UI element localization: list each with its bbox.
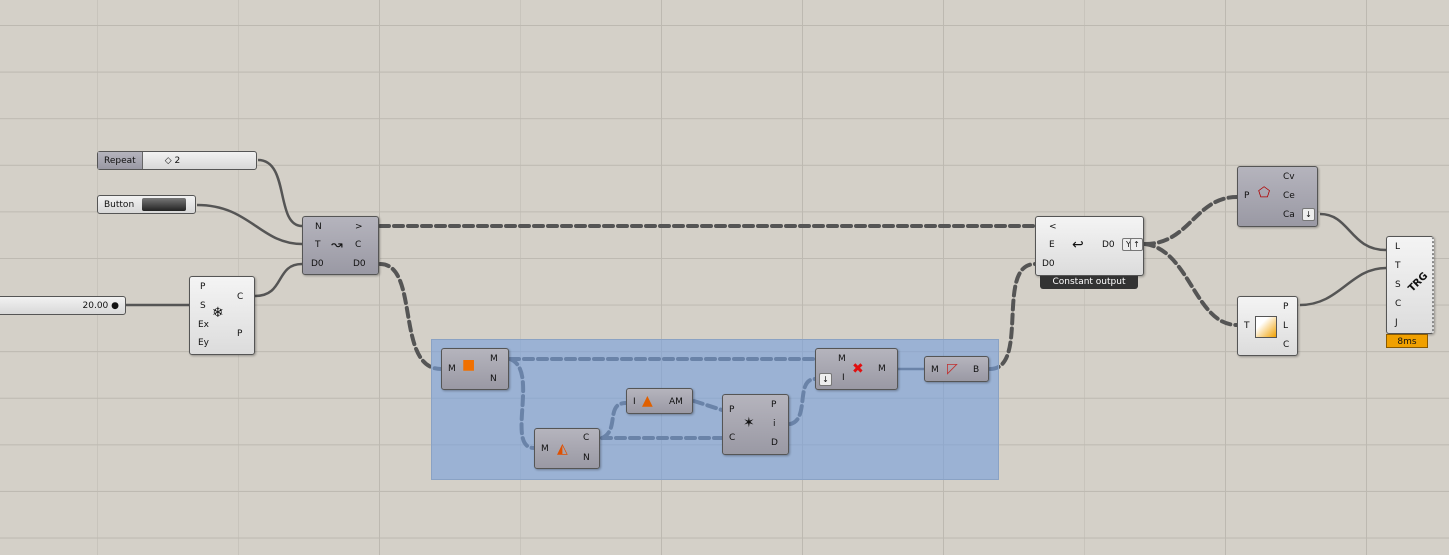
input-e: E [1049, 240, 1055, 250]
repeat-value[interactable]: ◇ 2 [164, 155, 181, 166]
boundary-icon: ◸ [947, 361, 958, 377]
button-component[interactable]: Button [97, 195, 196, 214]
mesh-component-1[interactable]: M M N ■ [441, 348, 509, 390]
repeat-value-text: 2 [174, 155, 181, 166]
flatten-arrow-icon[interactable]: ↓ [819, 373, 832, 386]
list-wire [1143, 195, 1239, 246]
button-face[interactable] [142, 198, 187, 211]
output-ca: Ca [1283, 210, 1295, 220]
output-next: > [355, 222, 363, 232]
input-s: S [1395, 280, 1401, 290]
output-c: C [355, 240, 362, 250]
output-i: i [773, 419, 776, 429]
loop-end-icon: ↩ [1072, 237, 1084, 253]
polygon-center-component[interactable]: P Cv Ce Ca ↓ ⬠ [1237, 166, 1318, 227]
output-n: N [490, 374, 497, 384]
trigger-component[interactable]: L T S C J TRG [1386, 236, 1434, 334]
input-c: C [729, 433, 736, 443]
input-l: L [1395, 242, 1401, 252]
input-s: S [200, 301, 206, 311]
output-c: C [1283, 340, 1290, 350]
input-i: I [842, 373, 845, 383]
output-cv: Cv [1283, 172, 1295, 182]
delete-face-icon: ✖ [852, 361, 864, 377]
output-d0: D0 [1102, 240, 1115, 250]
output-c: C [237, 292, 244, 302]
output-d: D [771, 438, 778, 448]
output-p: P [237, 329, 243, 339]
input-p: P [1244, 191, 1250, 201]
output-am: AM [669, 397, 683, 407]
repeat-label: Repeat [98, 152, 143, 169]
timer-badge: 8ms [1386, 334, 1428, 348]
mesh-convert-icon: ■ [462, 357, 476, 373]
trigger-label: TRG [1406, 270, 1431, 295]
input-prev: < [1049, 222, 1057, 232]
input-ey: Ey [198, 338, 210, 348]
graph-mapper-icon [1255, 316, 1277, 338]
number-value: 20.00 [82, 300, 109, 311]
input-t: T [1244, 321, 1250, 331]
input-n: N [315, 222, 322, 232]
wire [196, 203, 303, 246]
input-m: M [838, 354, 846, 364]
repeat-slider[interactable]: Repeat ◇ 2 [97, 151, 257, 170]
input-c: C [1395, 299, 1402, 309]
output-n: N [583, 453, 590, 463]
output-ce: Ce [1283, 191, 1295, 201]
wire [1319, 212, 1387, 252]
input-p: P [729, 405, 735, 415]
input-ex: Ex [198, 320, 210, 330]
cull-faces-component[interactable]: M I ↓ M ✖ [815, 348, 898, 390]
input-j: J [1395, 318, 1398, 328]
mesh-normals-component[interactable]: M C N ◭ [534, 428, 600, 469]
number-slider[interactable]: 20.00 ● [0, 296, 126, 315]
closest-point-component[interactable]: P C P i D ✶ [722, 394, 789, 455]
loop-start-icon: ↝ [331, 237, 343, 253]
closest-points-icon: ✶ [743, 415, 755, 431]
curve-component[interactable]: T P L C [1237, 296, 1298, 356]
mesh-boundary-component[interactable]: M B ◸ [924, 356, 989, 382]
output-b: B [973, 365, 980, 375]
output-p: P [771, 400, 777, 410]
wire [257, 158, 303, 228]
status-badge: Constant output [1040, 276, 1138, 289]
flatten-arrow-icon[interactable]: ↓ [1302, 208, 1315, 221]
output-d0: D0 [353, 259, 366, 269]
input-t: T [315, 240, 321, 250]
output-m: M [878, 364, 886, 374]
hexagon-icon: ❄ [212, 305, 224, 321]
output-m: M [490, 354, 498, 364]
polygon-center-icon: ⬠ [1258, 185, 1271, 201]
triangle-normal-icon: ◭ [557, 441, 568, 457]
wire [254, 262, 303, 298]
loop-start-component[interactable]: N T D0 > C D0 ↝ [302, 216, 379, 275]
distribution-icon: ▲ [642, 393, 653, 409]
list-wire [1143, 242, 1239, 327]
input-m: M [448, 364, 456, 374]
hexagon-cells-component[interactable]: P S Ex Ey C P ❄ [189, 276, 255, 355]
output-l: L [1283, 321, 1289, 331]
input-m: M [931, 365, 939, 375]
bounds-component[interactable]: I AM ▲ [626, 388, 693, 414]
output-p: P [1283, 302, 1289, 312]
input-i: I [633, 397, 636, 407]
component-group[interactable] [431, 339, 999, 480]
wire [1299, 266, 1387, 307]
input-d0: D0 [311, 259, 324, 269]
input-p: P [200, 282, 206, 292]
loop-end-component[interactable]: < E D0 D0 Y ↑ ↩ [1035, 216, 1144, 276]
flatten-up-icon[interactable]: ↑ [1130, 238, 1143, 251]
list-wire [988, 262, 1037, 371]
output-c: C [583, 433, 590, 443]
list-wire [378, 262, 443, 371]
input-d0: D0 [1042, 259, 1055, 269]
button-label: Button [104, 199, 135, 210]
input-t: T [1395, 261, 1401, 271]
input-m: M [541, 444, 549, 454]
